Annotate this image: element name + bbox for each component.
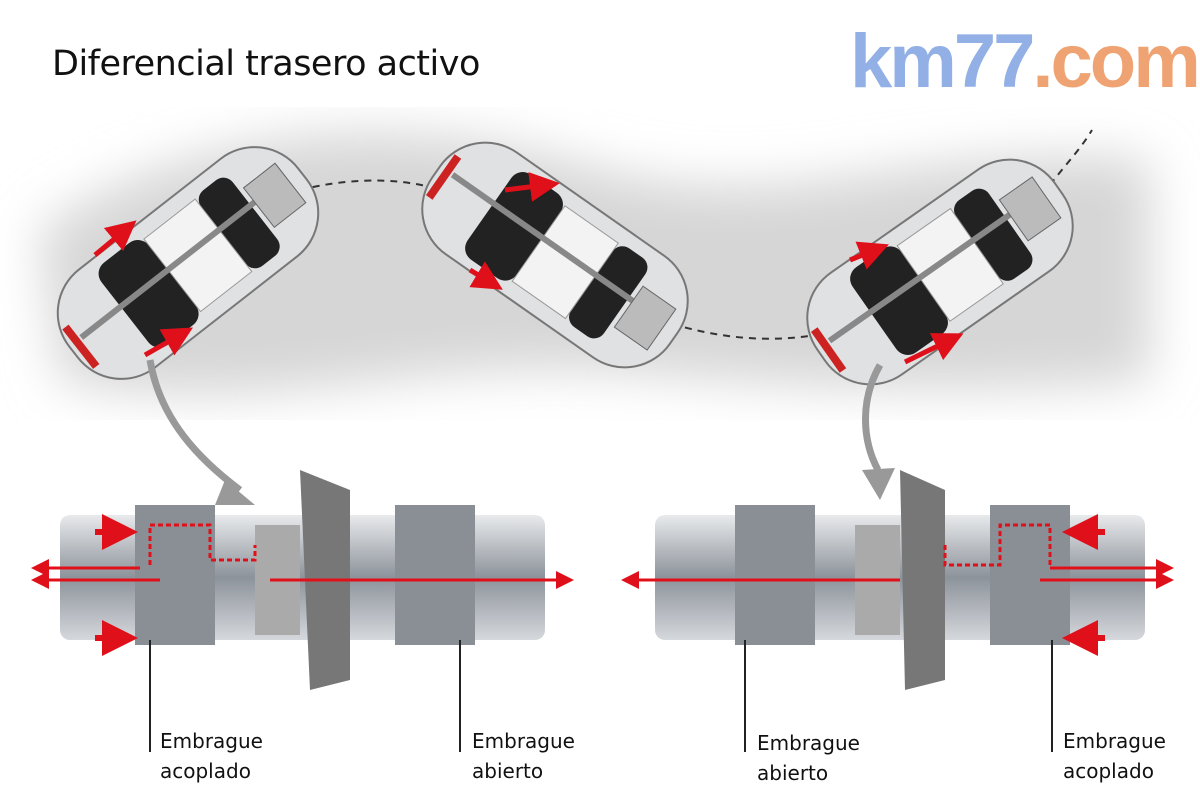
watermark-part1: km77 [850, 19, 1035, 104]
zoom-arrow-left-head [215, 480, 255, 505]
watermark-part2: .com [1032, 19, 1200, 104]
differential-left [31, 470, 574, 752]
zoom-arrow-right-head [862, 468, 895, 500]
zoom-arrow-left [146, 359, 243, 493]
label-right-coupled: Embrague acoplado [1063, 726, 1166, 786]
label-line: acoplado [1063, 759, 1154, 783]
page-title: Diferencial trasero activo [52, 44, 480, 84]
label-line: Embrague [472, 729, 575, 753]
label-line: Embrague [160, 729, 263, 753]
label-left-coupled: Embrague acoplado [160, 726, 263, 786]
label-line: Embrague [757, 731, 860, 755]
zoom-arrow-right [862, 363, 884, 472]
label-line: abierto [472, 759, 544, 783]
differential-right [621, 470, 1174, 752]
label-left-open: Embrague abierto [472, 726, 575, 786]
watermark-logo: km77.com [850, 19, 1200, 104]
label-right-open: Embrague abierto [757, 728, 860, 788]
torque-arrows [93, 171, 964, 365]
label-line: acoplado [160, 759, 251, 783]
label-line: abierto [757, 761, 829, 785]
label-line: Embrague [1063, 729, 1166, 753]
